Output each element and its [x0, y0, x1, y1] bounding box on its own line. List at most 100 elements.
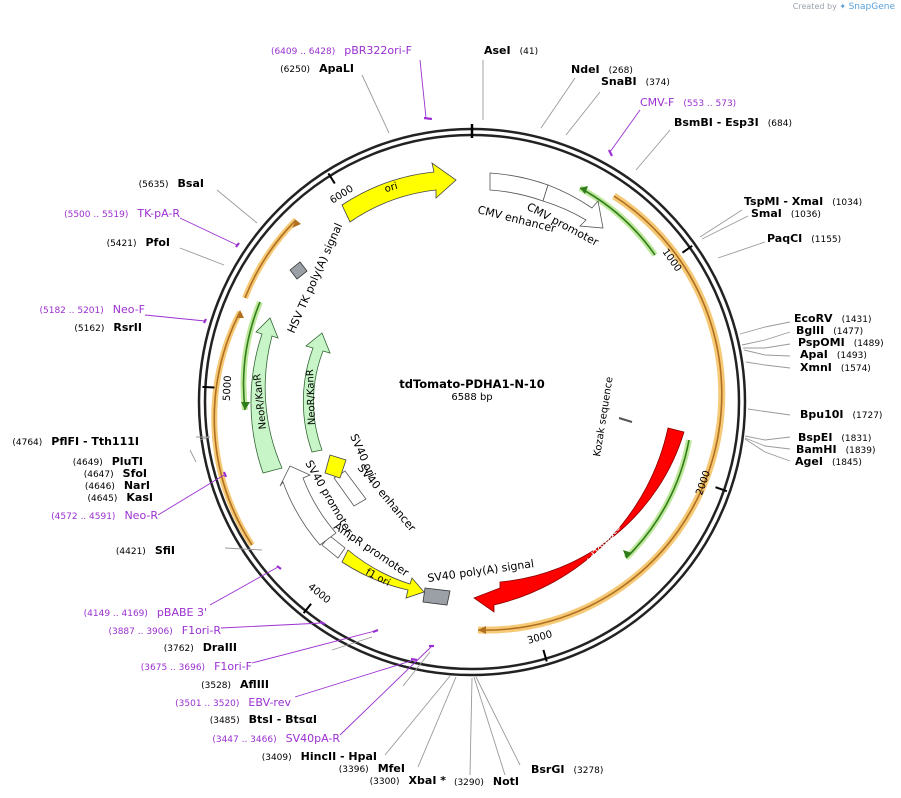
site-position: (3887 .. 3906)	[108, 627, 172, 637]
orf-arrowhead	[623, 550, 632, 558]
ruler-tick-label: 5000	[222, 375, 234, 401]
site-name: Bpu10I	[800, 408, 844, 421]
site-position: (1155)	[811, 235, 841, 245]
feature-sv40-ori-box[interactable]	[324, 454, 347, 479]
primer-label[interactable]: (4572 .. 4591)Neo-R	[51, 509, 158, 522]
primer-label[interactable]: (3887 .. 3906)F1ori-R	[108, 624, 221, 637]
enzyme-site-label[interactable]: (3762)DraIII	[164, 641, 237, 654]
primer-label[interactable]: (3447 .. 3466)SV40pA-R	[212, 732, 340, 745]
feature-hsv-tk-polya-box[interactable]	[289, 261, 308, 280]
enzyme-site-label[interactable]: AgeI(1845)	[795, 455, 862, 468]
primer-leader-line	[209, 566, 279, 606]
site-position: (6250)	[280, 65, 310, 75]
enzyme-site-label[interactable]: BspEI(1831)	[798, 431, 871, 444]
site-name: SnaBI	[601, 75, 637, 88]
primer-label[interactable]: CMV-F(553 .. 573)	[640, 96, 736, 109]
primer-leader-line	[144, 314, 206, 322]
enzyme-site-label[interactable]: PspOMI(1489)	[798, 336, 884, 349]
site-name: SmaI	[751, 207, 782, 220]
feature-sv40-promoter-arrow[interactable]	[279, 465, 337, 546]
feature-neor-kanr-outer-arrow[interactable]	[250, 317, 283, 474]
ruler-tick	[681, 244, 693, 254]
site-name: NarI	[124, 479, 150, 492]
site-position: (4764)	[12, 438, 42, 448]
site-name: pBABE 3'	[157, 606, 207, 619]
feature-label-kozak: Kozak sequence	[592, 376, 615, 457]
watermark-brand: SnapGene	[848, 2, 895, 12]
ruler-tick	[542, 649, 548, 662]
feature-tdtomato-arrow[interactable]	[473, 427, 685, 613]
site-name: KasI	[126, 491, 153, 504]
site-position: (3528)	[201, 681, 231, 691]
site-name: NdeI	[571, 63, 600, 76]
enzyme-site-label[interactable]: SmaI(1036)	[751, 207, 821, 220]
enzyme-site-label[interactable]: (5421)PfoI	[107, 236, 170, 249]
site-position: (3290)	[454, 778, 484, 788]
feature-sv40-polya-box[interactable]	[422, 587, 451, 606]
enzyme-site-label[interactable]: BglII(1477)	[796, 324, 863, 337]
feature-ori-arrow[interactable]	[341, 162, 457, 223]
primer-label[interactable]: (3501 .. 3520)EBV-rev	[175, 696, 291, 709]
primer-leader-line	[609, 109, 641, 153]
feature-kozak-mark[interactable]	[618, 417, 633, 423]
site-position: (1034)	[832, 198, 862, 208]
enzyme-site-label[interactable]: (3396)MfeI	[339, 762, 405, 775]
enzyme-site-label[interactable]: (4647)SfoI	[84, 467, 147, 480]
enzyme-site-label[interactable]: (5162)RsrII	[74, 321, 142, 334]
enzyme-site-label[interactable]: (4645)KasI	[87, 491, 153, 504]
enzyme-site-label[interactable]: XmnI(1574)	[800, 361, 871, 374]
feature-f1-ori-arrow[interactable]	[341, 549, 425, 599]
site-position: (5182 .. 5201)	[39, 306, 103, 316]
enzyme-site-label[interactable]: TspMI - XmaI(1034)	[744, 195, 862, 208]
enzyme-site-label[interactable]: (4421)SfiI	[116, 544, 175, 557]
enzyme-site-label[interactable]: (3290) NotI	[454, 775, 519, 788]
enzyme-site-label[interactable]: AseI(41)	[484, 44, 538, 57]
enzyme-site-label[interactable]: (6250)ApaLI	[280, 62, 354, 75]
site-labels: AseI(41) NdeI(268)SnaBI(374) CMV-F(553 .. …	[12, 44, 883, 788]
enzyme-site-label[interactable]: Bpu10I(1727)	[800, 408, 882, 421]
primer-label[interactable]: (6409 .. 6428)pBR322ori-F	[271, 44, 412, 57]
orf-arc-green-west	[242, 301, 261, 411]
site-name: BtsI - BtsαI	[249, 713, 317, 726]
enzyme-site-label[interactable]: (4764)PflFI - Tth111I	[12, 435, 139, 448]
primer-leader-line	[339, 645, 433, 736]
site-name: BsmBI - Esp3I	[674, 116, 759, 129]
primer-label[interactable]: (5500 .. 5519)TK-pA-R	[64, 207, 180, 220]
site-name: AflIII	[240, 678, 269, 691]
primer-label[interactable]: (3675 .. 3696)F1ori-F	[141, 660, 252, 673]
primer-mark	[222, 471, 228, 478]
site-position: (3300)	[370, 777, 400, 787]
orf-arrowhead	[241, 402, 250, 410]
site-name: PluTI	[112, 455, 143, 468]
site-position: (684)	[768, 119, 792, 129]
enzyme-site-label[interactable]: (3409)HincII - HpaI	[262, 750, 377, 763]
leader-lines	[179, 60, 791, 776]
enzyme-site-label[interactable]: BsmBI - Esp3I (684)	[674, 116, 792, 129]
enzyme-site-label[interactable]: SnaBI(374)	[601, 75, 670, 88]
feature-neor-kanr-inner-arrow[interactable]	[302, 332, 331, 453]
enzyme-site-label[interactable]: (3528) AflIII	[201, 678, 269, 691]
enzyme-site-label[interactable]: PaqCI(1155)	[767, 232, 841, 245]
enzyme-site-label[interactable]: (5635)BsaI	[139, 177, 204, 190]
ruler-tick-label: 3000	[526, 629, 554, 647]
enzyme-site-label[interactable]: (4649)PluTI	[73, 455, 143, 468]
primer-mark	[319, 620, 326, 626]
primer-label[interactable]: (4149 .. 4169) pBABE 3'	[84, 606, 207, 619]
feature-cmv-enhancer-arrow[interactable]	[489, 172, 549, 202]
site-name: F1ori-F	[214, 660, 252, 673]
enzyme-site-label[interactable]: NdeI(268)	[571, 63, 633, 76]
primer-label[interactable]: (5182 .. 5201)Neo-F	[39, 303, 145, 316]
enzyme-site-label[interactable]: BamHI(1839)	[796, 443, 876, 456]
site-name: RsrII	[113, 321, 142, 334]
enzyme-site-label[interactable]: (3300)XbaI *	[370, 774, 447, 787]
enzyme-site-label[interactable]: EcoRV(1431)	[794, 312, 872, 325]
site-position: (4149 .. 4169)	[84, 609, 148, 619]
site-name: NotI	[493, 775, 519, 788]
feature-cmv-promoter-arrow[interactable]	[542, 184, 604, 229]
enzyme-site-label[interactable]: (4646)NarI	[85, 479, 150, 492]
primer-leader-line	[157, 474, 225, 516]
enzyme-site-label[interactable]: ApaI(1493)	[800, 348, 867, 361]
enzyme-site-label[interactable]: (3485)BtsI - BtsαI	[210, 713, 317, 726]
enzyme-site-label[interactable]: BsrGI(3278)	[531, 763, 603, 776]
